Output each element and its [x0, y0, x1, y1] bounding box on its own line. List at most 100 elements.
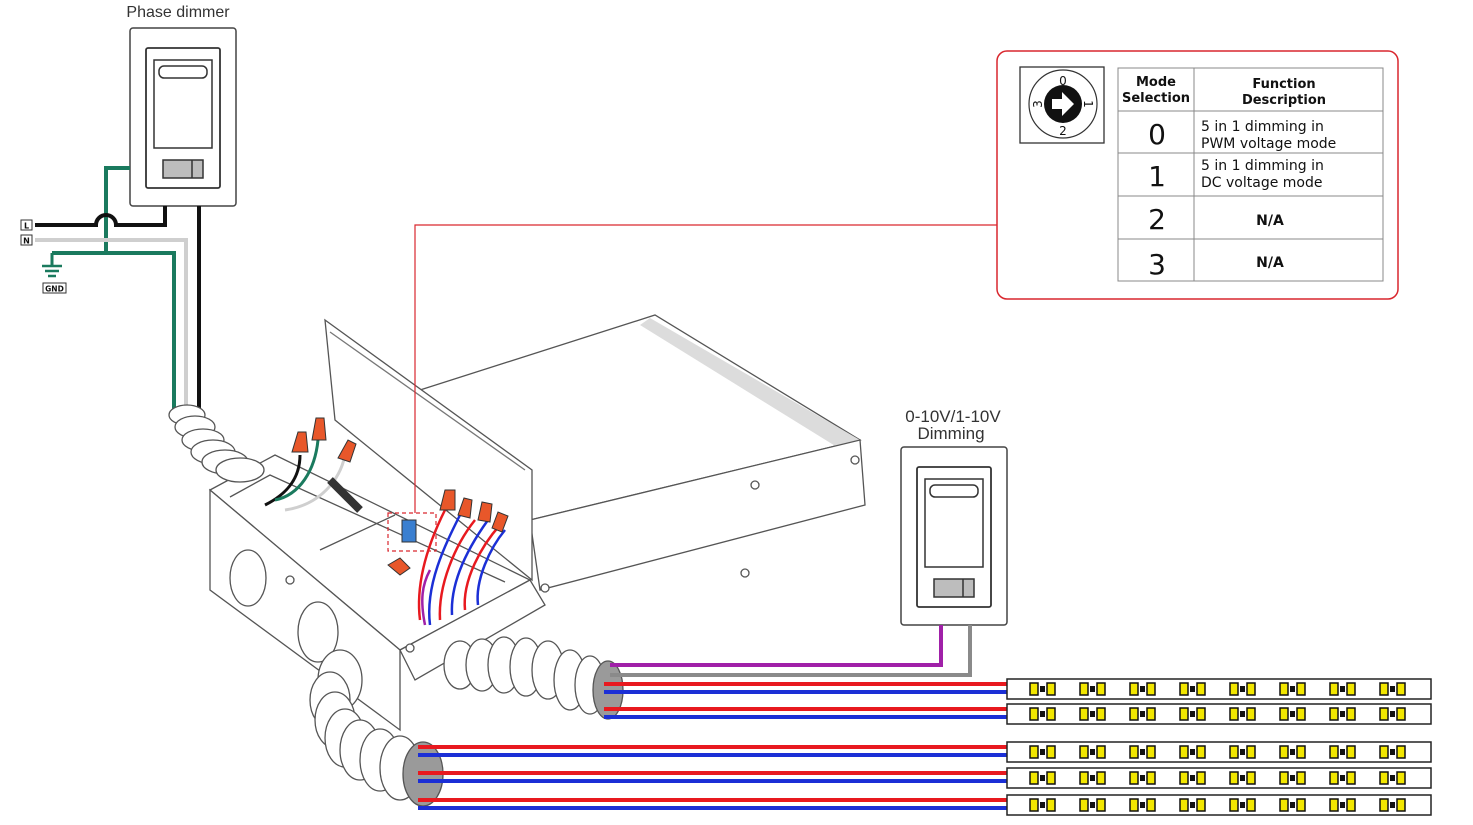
- led-chip: [1079, 707, 1089, 721]
- led-resistor: [1290, 802, 1295, 808]
- led-chip: [1196, 745, 1206, 759]
- led-chip: [1246, 771, 1256, 785]
- svg-text:N: N: [23, 237, 30, 246]
- led-resistor: [1140, 775, 1145, 781]
- led-chip: [1179, 745, 1189, 759]
- led-resistor: [1040, 686, 1045, 692]
- led-chip: [1296, 798, 1306, 812]
- led-chip: [1129, 682, 1139, 696]
- led-strip: [1006, 741, 1432, 763]
- led-resistor: [1390, 686, 1395, 692]
- led-resistor: [1340, 711, 1345, 717]
- led-chip: [1246, 798, 1256, 812]
- mains-internal-wiring: [264, 417, 363, 513]
- phase-dimmer-switch: [129, 27, 237, 207]
- led-resistor: [1140, 749, 1145, 755]
- dial-label-0: 0: [1059, 74, 1067, 88]
- led-chip: [1179, 682, 1189, 696]
- table-row-1-mode: 1: [1148, 160, 1166, 193]
- output-conduit-upper: [443, 636, 624, 720]
- led-strip: [1006, 794, 1432, 816]
- led-chip: [1279, 682, 1289, 696]
- led-chip: [1346, 745, 1356, 759]
- led-resistor: [1040, 711, 1045, 717]
- led-chip: [1179, 707, 1189, 721]
- led-chip: [1379, 771, 1389, 785]
- led-chip: [1196, 682, 1206, 696]
- led-chip: [1229, 682, 1239, 696]
- led-chip: [1329, 682, 1339, 696]
- led-chip: [1046, 682, 1056, 696]
- led-chip: [1246, 745, 1256, 759]
- dimming-label-line1: 0-10V/1-10V: [905, 407, 1001, 426]
- led-strip: [1006, 678, 1432, 700]
- table-row-3-desc: N/A: [1256, 255, 1284, 271]
- led-resistor: [1240, 749, 1245, 755]
- led-chip: [1096, 707, 1106, 721]
- led-chip: [1029, 745, 1039, 759]
- table-row-0-desc-line2: PWM voltage mode: [1201, 136, 1336, 152]
- led-chip: [1046, 707, 1056, 721]
- led-chip: [1146, 798, 1156, 812]
- led-chip: [1379, 682, 1389, 696]
- led-chip: [1229, 707, 1239, 721]
- led-chip: [1146, 707, 1156, 721]
- led-chip: [1279, 745, 1289, 759]
- led-resistor: [1090, 749, 1095, 755]
- led-chip: [1196, 771, 1206, 785]
- led-chip: [1346, 771, 1356, 785]
- led-chip: [1129, 745, 1139, 759]
- led-chip: [1029, 798, 1039, 812]
- dial-label-3: 3: [1031, 100, 1045, 108]
- led-chip: [1096, 771, 1106, 785]
- mode-switch-callout: [387, 224, 997, 552]
- dial-label-1: 1: [1081, 100, 1095, 108]
- mains-input-wires: [35, 166, 201, 410]
- led-resistor: [1140, 686, 1145, 692]
- led-resistor: [1340, 802, 1345, 808]
- phase-dimmer-label: Phase dimmer: [126, 4, 230, 21]
- led-resistor: [1290, 775, 1295, 781]
- header-mode-line2: Selection: [1122, 91, 1190, 106]
- led-chip: [1029, 707, 1039, 721]
- header-func-line1: Function: [1252, 77, 1315, 92]
- led-chip: [1396, 798, 1406, 812]
- led-chip: [1346, 682, 1356, 696]
- led-resistor: [1390, 802, 1395, 808]
- led-chip: [1046, 771, 1056, 785]
- led-chip: [1079, 771, 1089, 785]
- led-resistor: [1390, 775, 1395, 781]
- table-row-2-desc: N/A: [1256, 213, 1284, 229]
- led-chip: [1196, 798, 1206, 812]
- led-chip: [1079, 798, 1089, 812]
- 0-10v-dimmer-switch: [900, 446, 1008, 626]
- led-resistor: [1190, 711, 1195, 717]
- strip-output-wires: [418, 682, 1008, 810]
- table-row-1-desc-line1: 5 in 1 dimming in: [1201, 158, 1324, 174]
- led-chip: [1379, 745, 1389, 759]
- led-resistor: [1290, 749, 1295, 755]
- led-chip: [1096, 745, 1106, 759]
- led-chip: [1346, 707, 1356, 721]
- led-chip: [1129, 798, 1139, 812]
- led-resistor: [1240, 802, 1245, 808]
- led-chip: [1096, 798, 1106, 812]
- led-chip: [1129, 707, 1139, 721]
- GND-terminal: GND: [42, 282, 67, 294]
- led-resistor: [1390, 749, 1395, 755]
- led-chip: [1396, 745, 1406, 759]
- led-chip: [1229, 798, 1239, 812]
- led-resistor: [1240, 711, 1245, 717]
- led-chip: [1296, 745, 1306, 759]
- led-chip: [1396, 771, 1406, 785]
- led-resistor: [1090, 686, 1095, 692]
- L-terminal: L: [20, 219, 33, 231]
- led-chip: [1246, 682, 1256, 696]
- led-chip: [1146, 771, 1156, 785]
- led-chip: [1329, 771, 1339, 785]
- led-resistor: [1140, 711, 1145, 717]
- svg-text:L: L: [24, 222, 29, 231]
- led-resistor: [1340, 775, 1345, 781]
- led-chip: [1246, 707, 1256, 721]
